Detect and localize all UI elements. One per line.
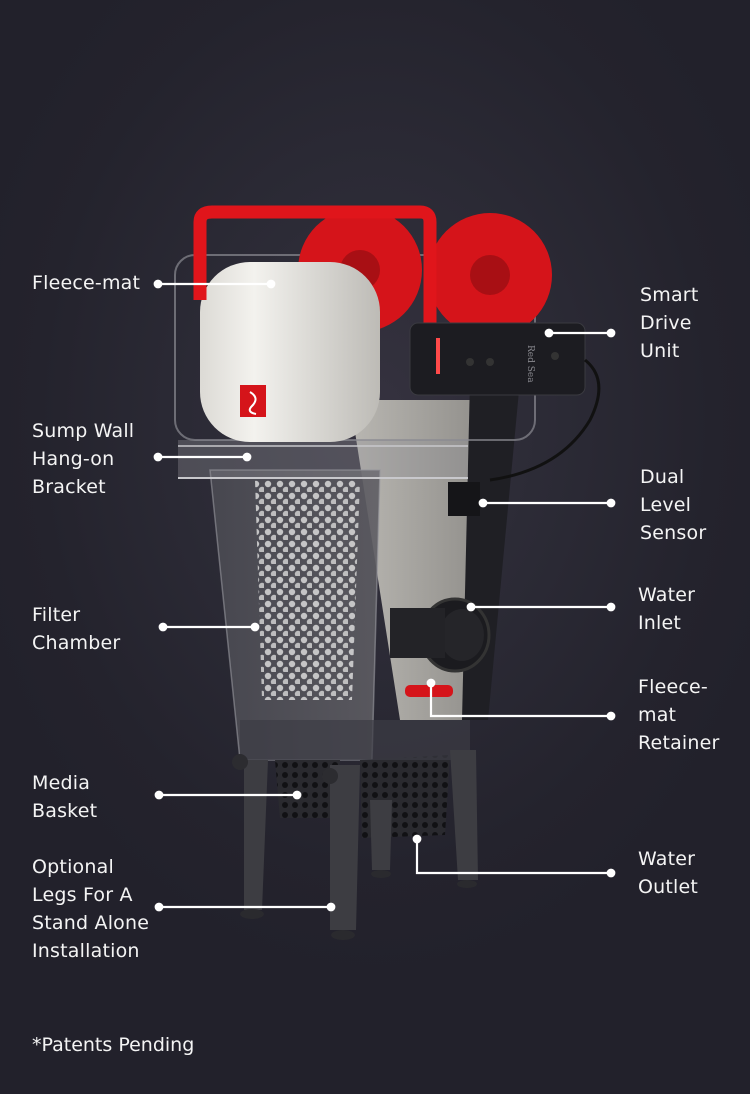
legs: [232, 750, 478, 940]
bracket-shape: [178, 440, 468, 479]
label-water-outlet: Water Outlet: [638, 848, 699, 898]
label-sump-wall-bracket: Sump Wall Hang-on Bracket: [32, 420, 135, 498]
label-smart-drive-unit: Smart Drive Unit: [640, 284, 699, 362]
label-fleece-mat-retainer: Fleece- mat Retainer: [638, 676, 720, 754]
water-inlet-shape: [390, 597, 491, 673]
retainer-shape: [405, 685, 453, 697]
media-basket-shape: [275, 755, 450, 838]
filter-chamber-shape: [209, 469, 381, 761]
label-dual-level-sensor: Dual Level Sensor: [640, 466, 707, 544]
label-filter-chamber: Filter Chamber: [32, 604, 121, 654]
red-handle: [193, 205, 437, 350]
svg-text:Red Sea: Red Sea: [525, 345, 535, 383]
fleece-roll: [200, 262, 380, 442]
smart-drive-unit-shape: Red Sea: [409, 322, 601, 482]
label-optional-legs: Optional Legs For A Stand Alone Installa…: [32, 856, 150, 962]
label-fleece-mat: Fleece-mat: [32, 272, 141, 294]
label-media-basket: Media Basket: [32, 772, 98, 822]
level-sensor-shape: [448, 482, 480, 516]
label-water-inlet: Water Inlet: [638, 584, 696, 634]
patents-pending-note: *Patents Pending: [32, 1034, 195, 1056]
